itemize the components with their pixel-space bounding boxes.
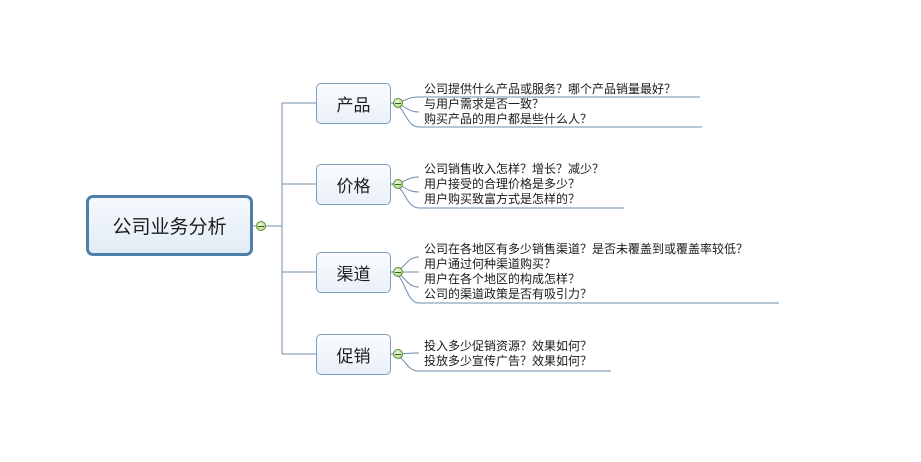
leaf-item[interactable]: 投入多少促销资源？效果如何？ (424, 339, 593, 353)
branch-node-product[interactable]: 产品 (316, 83, 391, 124)
branch-node-price[interactable]: 价格 (316, 164, 391, 205)
branch-label: 产品 (336, 96, 371, 116)
leaf-item[interactable]: 购买产品的用户都是些什么人？ (424, 112, 593, 126)
leaf-item[interactable]: 与用户需求是否一致？ (424, 97, 545, 111)
leaf-group-product: 公司提供什么产品或服务？哪个产品销量最好？ 与用户需求是否一致？ 购买产品的用户… (424, 82, 676, 127)
leaf-item[interactable]: 用户购买致富方式是怎样的？ (424, 192, 581, 206)
branch-label: 渠道 (336, 265, 371, 285)
leaf-item[interactable]: 用户通过何种渠道购买？ (424, 257, 557, 271)
leaf-item[interactable]: 投放多少宣传广告？效果如何？ (424, 354, 593, 368)
collapse-toggle-channel[interactable] (393, 267, 403, 277)
root-node[interactable]: 公司业务分析 (86, 195, 253, 256)
root-label: 公司业务分析 (112, 216, 227, 238)
branch-label: 价格 (336, 177, 371, 197)
leaf-item[interactable]: 公司销售收入怎样？增长？减少？ (424, 162, 605, 176)
collapse-toggle-promotion[interactable] (393, 349, 403, 359)
branch-label: 促销 (336, 347, 371, 367)
leaf-item[interactable]: 用户接受的合理价格是多少？ (424, 177, 581, 191)
leaf-item[interactable]: 用户在各个地区的构成怎样？ (424, 272, 581, 286)
leaf-item[interactable]: 公司的渠道政策是否有吸引力？ (424, 287, 593, 301)
leaf-item[interactable]: 公司在各地区有多少销售渠道？是否未覆盖到或覆盖率较低？ (424, 242, 749, 256)
collapse-toggle-product[interactable] (393, 98, 403, 108)
leaf-group-promotion: 投入多少促销资源？效果如何？ 投放多少宣传广告？效果如何？ (424, 339, 592, 369)
leaf-group-price: 公司销售收入怎样？增长？减少？ 用户接受的合理价格是多少？ 用户购买致富方式是怎… (424, 162, 604, 207)
leaf-group-channel: 公司在各地区有多少销售渠道？是否未覆盖到或覆盖率较低？ 用户通过何种渠道购买？ … (424, 242, 748, 302)
branch-node-promotion[interactable]: 促销 (316, 334, 391, 375)
branch-node-channel[interactable]: 渠道 (316, 252, 391, 293)
collapse-toggle-price[interactable] (393, 179, 403, 189)
collapse-toggle-root[interactable] (256, 221, 266, 231)
leaf-item[interactable]: 公司提供什么产品或服务？哪个产品销量最好？ (424, 82, 677, 96)
